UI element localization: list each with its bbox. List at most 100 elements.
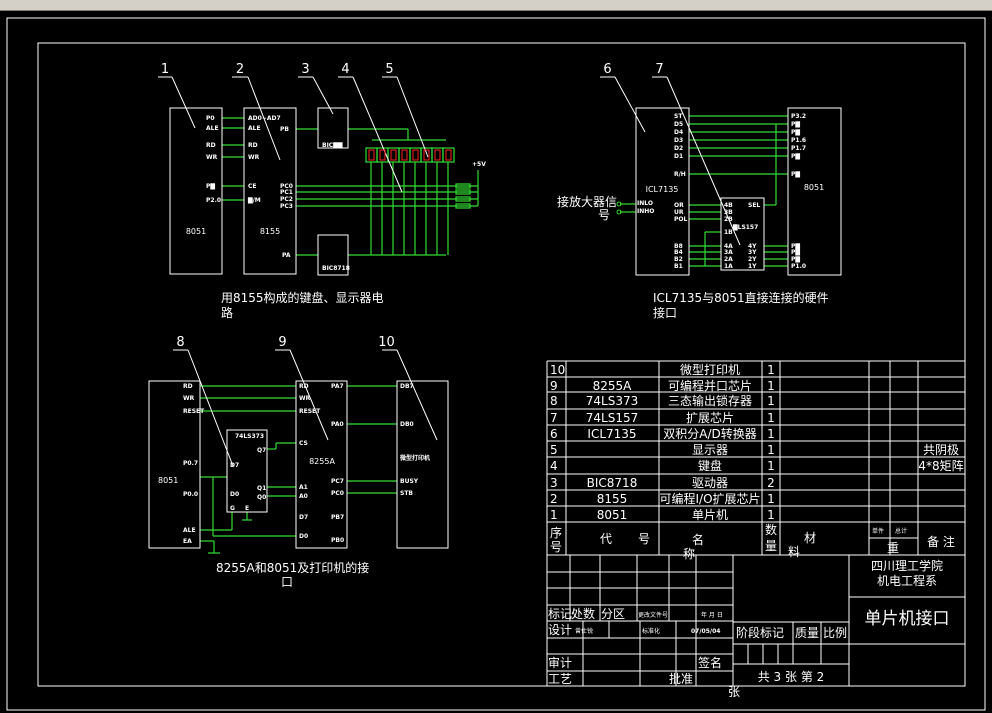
- pin-label: 4B: [724, 202, 733, 209]
- bom-cell-note: 共阴极: [923, 443, 959, 457]
- pin-label: PB0: [331, 537, 344, 544]
- pin-label: 2A: [724, 256, 733, 263]
- pin-label: P0: [206, 115, 215, 122]
- bom-header-qty2: 量: [765, 539, 777, 553]
- pin-label: A0: [299, 493, 308, 500]
- pin-label: RD: [183, 383, 193, 390]
- chip-74ls157: [720, 197, 765, 271]
- caption-circuit3-line2: 口: [281, 575, 293, 589]
- pin-label: R/H: [674, 171, 686, 178]
- sheet-count-tail: 张: [728, 685, 740, 699]
- callout-leader: [666, 76, 741, 246]
- label-mass: 质量: [795, 626, 819, 640]
- pin-label: D1: [674, 153, 683, 160]
- inner-frame: [37, 42, 966, 687]
- pin-label: 2B: [724, 216, 733, 223]
- callout-number-4: 4: [341, 62, 349, 77]
- pin-label: D7: [230, 462, 239, 469]
- pin-label: P1.0: [791, 263, 806, 270]
- bom-cell-qty: 1: [767, 411, 775, 425]
- label-zone: 分区: [601, 607, 625, 621]
- bom-header-mat2: 料: [788, 545, 800, 559]
- chip-8051-c3-name: 8051: [158, 476, 178, 485]
- pin-label: D0: [230, 491, 239, 498]
- bom-cell-code: BIC8718: [587, 476, 638, 490]
- bom-cell-qty: 1: [767, 443, 775, 457]
- callout-leader: [614, 76, 646, 133]
- bom-header-no: 序: [550, 525, 562, 540]
- driver-bottom: [317, 234, 349, 276]
- chip-boxes: [148, 107, 842, 549]
- pin-label: PC2: [280, 196, 293, 203]
- bom-cell-code: 8255A: [593, 379, 633, 393]
- pin-label: PC1: [280, 189, 293, 196]
- bom-cell-qty: 1: [767, 492, 775, 506]
- chip-8051-name: 8051: [186, 227, 206, 236]
- bom-cell-no: 7: [550, 411, 558, 425]
- pull-up-resistor: [455, 183, 471, 189]
- pin-label: WR: [183, 395, 195, 402]
- bom-cell-name: 驱动器: [692, 476, 728, 490]
- department-name: 机电工程系: [877, 573, 937, 588]
- bom-cell-name: 键盘: [698, 458, 722, 473]
- pin-label: DB0: [400, 421, 414, 428]
- chip-8155: [243, 107, 297, 275]
- label-process: 工艺: [548, 672, 572, 686]
- pin-label: P▇: [791, 243, 800, 250]
- bom-header-mat: 材: [804, 531, 816, 545]
- callout-number-7: 7: [655, 62, 663, 77]
- pin-label: PC0: [331, 490, 344, 497]
- outer-frame: [6, 17, 986, 711]
- callout-leader: [352, 76, 403, 193]
- bom-cell-name: 双积分A/D转换器: [663, 426, 757, 441]
- bom-cell-name: 扩展芯片: [686, 411, 734, 425]
- pin-label: P1.7: [791, 145, 806, 152]
- callout-leaders: [158, 76, 741, 467]
- seven-segment-digit: [412, 149, 419, 161]
- bom-header-weight: 重: [887, 541, 899, 555]
- pin-label: P0.0: [183, 491, 198, 498]
- seven-segment-digit: [445, 149, 452, 161]
- callout-leader: [171, 76, 196, 129]
- pin-label: 3B: [724, 209, 733, 216]
- bom-cell-name: 三态输出锁存器: [668, 393, 752, 408]
- bom-cell-qty: 1: [767, 379, 775, 393]
- signal-label: 接放大器信: [557, 194, 617, 209]
- seven-segment-digit: [423, 149, 430, 161]
- bom-cell-name: 单片机: [692, 508, 728, 522]
- chip-74ls373-name: 74LS373: [235, 433, 264, 440]
- caption-circuit1: 用8155构成的键盘、显示器电: [221, 290, 384, 305]
- pin-label: ST: [674, 113, 683, 120]
- pin-label: INLO: [637, 200, 653, 207]
- signal-label-line2: 号: [598, 208, 610, 222]
- bom-cell-no: 10: [550, 363, 565, 377]
- pin-label: B1: [674, 263, 683, 270]
- bom-cell-qty: 1: [767, 394, 775, 408]
- bom-header-no2: 号: [550, 540, 562, 554]
- pin-label: Q7: [257, 447, 266, 454]
- bom-cell-no: 2: [550, 492, 558, 506]
- pin-label: 1B: [724, 229, 733, 236]
- callout-leader: [312, 76, 334, 115]
- chip-icl7135: [635, 107, 690, 276]
- chip-8051-c3: [148, 380, 201, 549]
- pull-up-resistor: [455, 203, 471, 209]
- caption-circuit2-line2: 接口: [653, 305, 677, 320]
- bom-cell-code: 74LS373: [586, 394, 638, 408]
- chip-74ls157-name: ▇LS157: [732, 224, 758, 231]
- seven-segment-digit: [390, 149, 397, 161]
- pin-label: PA7: [331, 383, 344, 390]
- pin-label: WR: [248, 154, 260, 161]
- pin-label: INHO: [637, 208, 654, 215]
- pull-up-resistor: [455, 196, 471, 202]
- pin-label: D5: [674, 121, 683, 128]
- pin-label: P▇: [791, 256, 800, 263]
- callout-number-8: 8: [176, 335, 184, 350]
- driver-bottom-name: BIC8718: [322, 265, 350, 272]
- pin-label: PC7: [331, 478, 344, 485]
- pin-label: 2Y: [748, 256, 757, 263]
- bom-cell-no: 3: [550, 476, 558, 490]
- callout-number-1: 1: [161, 62, 169, 77]
- bom-header-unit: 单件: [872, 527, 884, 535]
